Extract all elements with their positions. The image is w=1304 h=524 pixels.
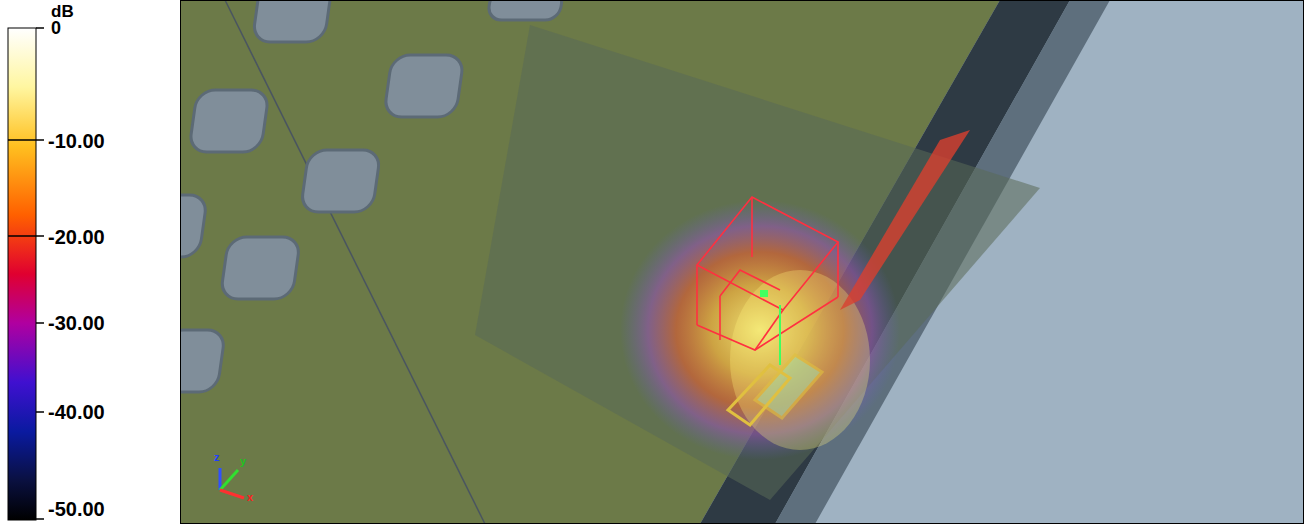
unit-label: dB: [51, 3, 74, 20]
axis-label: x: [247, 492, 253, 503]
scale-value: -30.00: [48, 313, 105, 333]
scale-value: -10.00: [48, 131, 105, 151]
axis-label: y: [240, 456, 246, 467]
panel-border: [181, 1, 1304, 524]
axis-label: z: [214, 452, 220, 463]
scale-value: -20.00: [48, 227, 105, 247]
color-scale: [8, 28, 36, 520]
scale-ticks: [8, 28, 44, 519]
model-view: [180, 0, 1304, 524]
scale-value: 0: [51, 19, 61, 37]
scale-value: -50.00: [48, 499, 105, 519]
scale-value: -40.00: [48, 402, 105, 422]
